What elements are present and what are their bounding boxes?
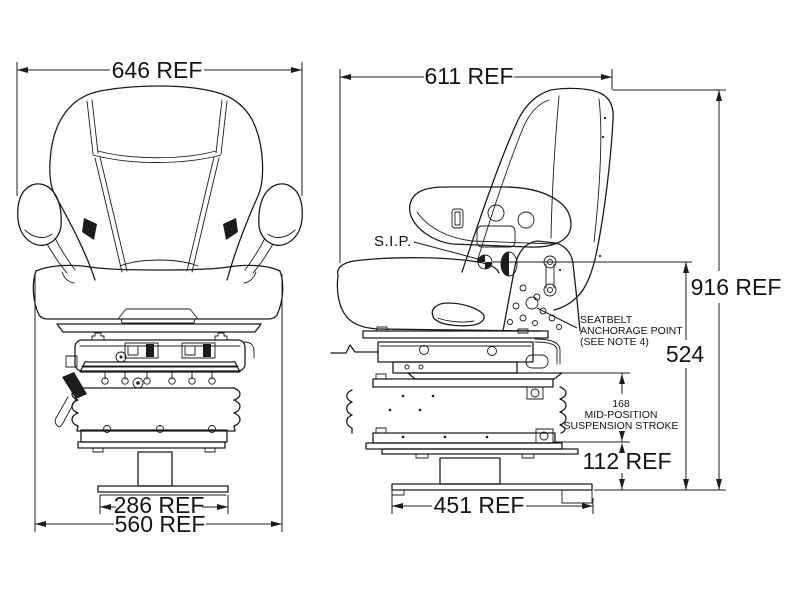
side-bolt-dots — [388, 394, 489, 439]
side-rails — [330, 326, 579, 459]
dim-side-overall-height: 916 REF — [594, 89, 782, 491]
front-backrest-seams — [86, 99, 228, 273]
sip-label: S.I.P. — [374, 233, 412, 250]
dim-side-suspension-stroke: 168 MID-POSITION SUSPENSION STROKE — [553, 372, 679, 443]
side-suspension-bracket — [502, 240, 581, 332]
seatbelt-note-line3: (SEE NOTE 4) — [580, 336, 649, 348]
dim-label-611: 611 REF — [424, 63, 513, 89]
side-adjust-rod — [330, 344, 379, 354]
dim-side-sip-height: 524 — [493, 261, 705, 490]
seatbelt-anchorage-hole — [525, 296, 539, 310]
side-bellows-right — [559, 386, 567, 434]
dim-label-286: 286 REF — [114, 492, 205, 518]
side-view-seat — [330, 87, 614, 504]
side-bracket-holes — [507, 284, 562, 330]
dim-front-base-width: 286 REF — [99, 492, 229, 518]
dimensions: 646 REF 560 REF 286 REF 611 REF — [16, 57, 782, 537]
dim-front-overall-width: 646 REF — [16, 57, 303, 196]
side-backrest — [461, 87, 614, 311]
seatbelt-note-line2: ANCHORAGE POINT — [580, 325, 683, 337]
dim-front-cushion-width: 560 REF — [34, 274, 283, 537]
dim-label-916: 916 REF — [691, 274, 782, 300]
front-armrest-left-bracket — [82, 218, 97, 240]
front-backrest-outline — [49, 85, 264, 281]
note-stroke-line3: SUSPENSION STROKE — [564, 420, 679, 432]
side-bellows-left — [346, 389, 353, 434]
note-stroke-value: 168 — [612, 398, 630, 410]
sip-annotation: S.I.P. — [374, 233, 493, 270]
dim-side-base-width: 451 REF — [391, 492, 594, 518]
front-pedestal — [97, 451, 229, 496]
dim-side-base-height: 112 REF — [582, 443, 672, 490]
dim-label-112: 112 REF — [582, 448, 671, 474]
side-armrest — [408, 186, 572, 248]
front-view-seat — [17, 85, 303, 496]
front-armrest-left — [17, 183, 97, 274]
dim-label-560: 560 REF — [115, 511, 206, 537]
front-release-lever — [62, 372, 87, 399]
side-pedestal — [391, 457, 593, 504]
dim-label-451: 451 REF — [434, 492, 525, 518]
front-cushion — [32, 264, 284, 324]
front-bellows — [71, 387, 241, 432]
front-t-bolts — [101, 371, 216, 389]
front-suspension-mechanism — [54, 323, 262, 453]
dim-label-524: 524 — [666, 341, 705, 367]
front-armrest-right — [223, 183, 303, 274]
front-armrest-right-bracket — [223, 218, 238, 240]
dim-side-depth: 611 REF — [339, 63, 613, 263]
seatbelt-note-line1: SEATBELT — [580, 314, 633, 326]
side-tilt-paddle — [431, 302, 485, 327]
side-recliner-knob — [500, 251, 518, 277]
dim-label-646: 646 REF — [112, 57, 203, 83]
note-stroke-line2: MID-POSITION — [585, 409, 658, 421]
seatbelt-annotation: SEATBELT ANCHORAGE POINT (SEE NOTE 4) — [536, 307, 683, 348]
sip-target-icon — [477, 254, 493, 270]
